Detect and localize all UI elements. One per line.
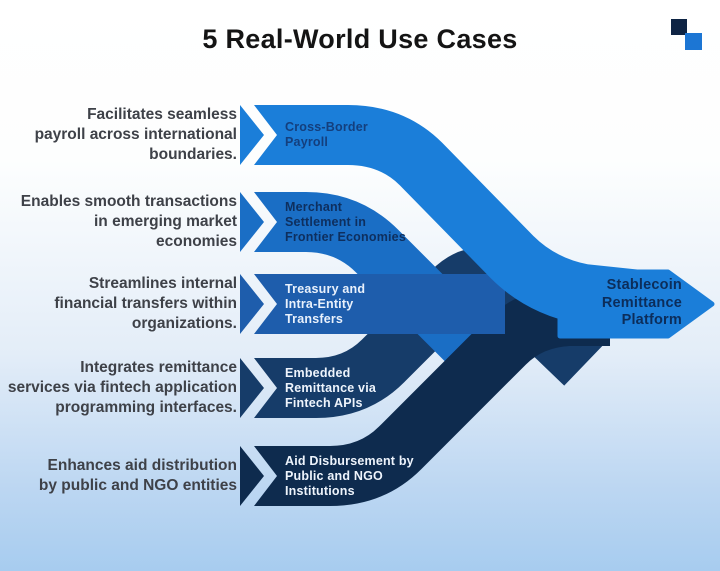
label-line: Transfers (285, 311, 344, 326)
ribbon-3-chevron (240, 274, 281, 334)
label-line: Frontier Economies (285, 229, 406, 244)
ribbon-5 (278, 286, 610, 506)
label-line: Platform (621, 312, 682, 328)
ribbon-5-chevron (240, 446, 281, 506)
desc-line: Enables smooth transactions (20, 193, 237, 210)
label-line: Institutions (285, 483, 355, 498)
label-line: Remittance via (285, 380, 377, 395)
label-line: Cross-Border (285, 120, 368, 134)
use-case-description-2: Enables smooth transactions in emerging … (0, 190, 237, 254)
chevron-tip-icon (240, 358, 264, 418)
chevron-tip-icon (240, 105, 264, 165)
desc-line: services via fintech application (7, 379, 237, 396)
label-line: Stablecoin (606, 277, 682, 293)
platform-arrow (557, 269, 715, 339)
desc-line: Facilitates seamless (87, 106, 237, 123)
label-line: Payroll (285, 135, 329, 149)
ribbon-label-1: Cross-Border Payroll (285, 105, 445, 165)
ribbon-label-4: Embedded Remittance via Fintech APIs (285, 358, 445, 418)
label-line: Embedded (285, 365, 351, 380)
ribbon-2 (276, 192, 504, 378)
chevron-notch (254, 446, 281, 506)
desc-line: financial transfers within (54, 295, 237, 312)
label-line: Settlement in (285, 214, 367, 229)
chevron-tip-icon (240, 274, 264, 334)
label-line: Remittance (601, 294, 682, 311)
ribbon-label-2: Merchant Settlement in Frontier Economie… (285, 192, 445, 252)
page-title: 5 Real-World Use Cases (202, 24, 518, 54)
use-case-description-4: Integrates remittance services via finte… (0, 356, 237, 420)
label-line: Fintech APIs (285, 395, 363, 410)
desc-line: in emerging market (94, 213, 237, 230)
use-case-description-3: Streamlines internal financial transfers… (0, 272, 237, 336)
desc-line: Integrates remittance (80, 359, 237, 376)
ribbon-4-chevron (240, 358, 281, 418)
label-line: Public and NGO (285, 468, 383, 483)
label-line: Aid Disbursement by (285, 453, 414, 468)
use-case-description-5: Enhances aid distribution by public and … (0, 444, 237, 508)
ribbon-label-5: Aid Disbursement by Public and NGO Insti… (285, 446, 445, 506)
chevron-tip-icon (240, 192, 264, 252)
desc-line: economies (156, 233, 237, 250)
desc-line: organizations. (131, 315, 237, 332)
chevron-notch (254, 105, 281, 165)
label-line: Merchant (285, 199, 343, 214)
logo-dark-square-icon (671, 19, 687, 35)
logo-blue-square-icon (685, 33, 702, 50)
label-line: Intra-Entity (285, 296, 354, 311)
desc-line: Streamlines internal (88, 275, 237, 292)
platform-label: Stablecoin Remittance Platform (512, 277, 682, 330)
chevron-notch (254, 192, 281, 252)
ribbon-1-chevron (240, 105, 281, 165)
chevron-notch (254, 358, 281, 418)
chevron-tip-icon (240, 446, 264, 506)
label-line: Treasury and (285, 281, 366, 296)
desc-line: payroll across international (34, 126, 237, 143)
desc-line: boundaries. (149, 146, 237, 163)
chevron-notch (254, 274, 281, 334)
desc-line: by public and NGO entities (38, 477, 237, 494)
desc-line: programming interfaces. (55, 399, 237, 416)
ribbon-2-chevron (240, 192, 281, 252)
ribbon-label-3: Treasury and Intra-Entity Transfers (285, 274, 445, 334)
use-case-description-1: Facilitates seamless payroll across inte… (0, 103, 237, 167)
desc-line: Enhances aid distribution (47, 457, 237, 474)
